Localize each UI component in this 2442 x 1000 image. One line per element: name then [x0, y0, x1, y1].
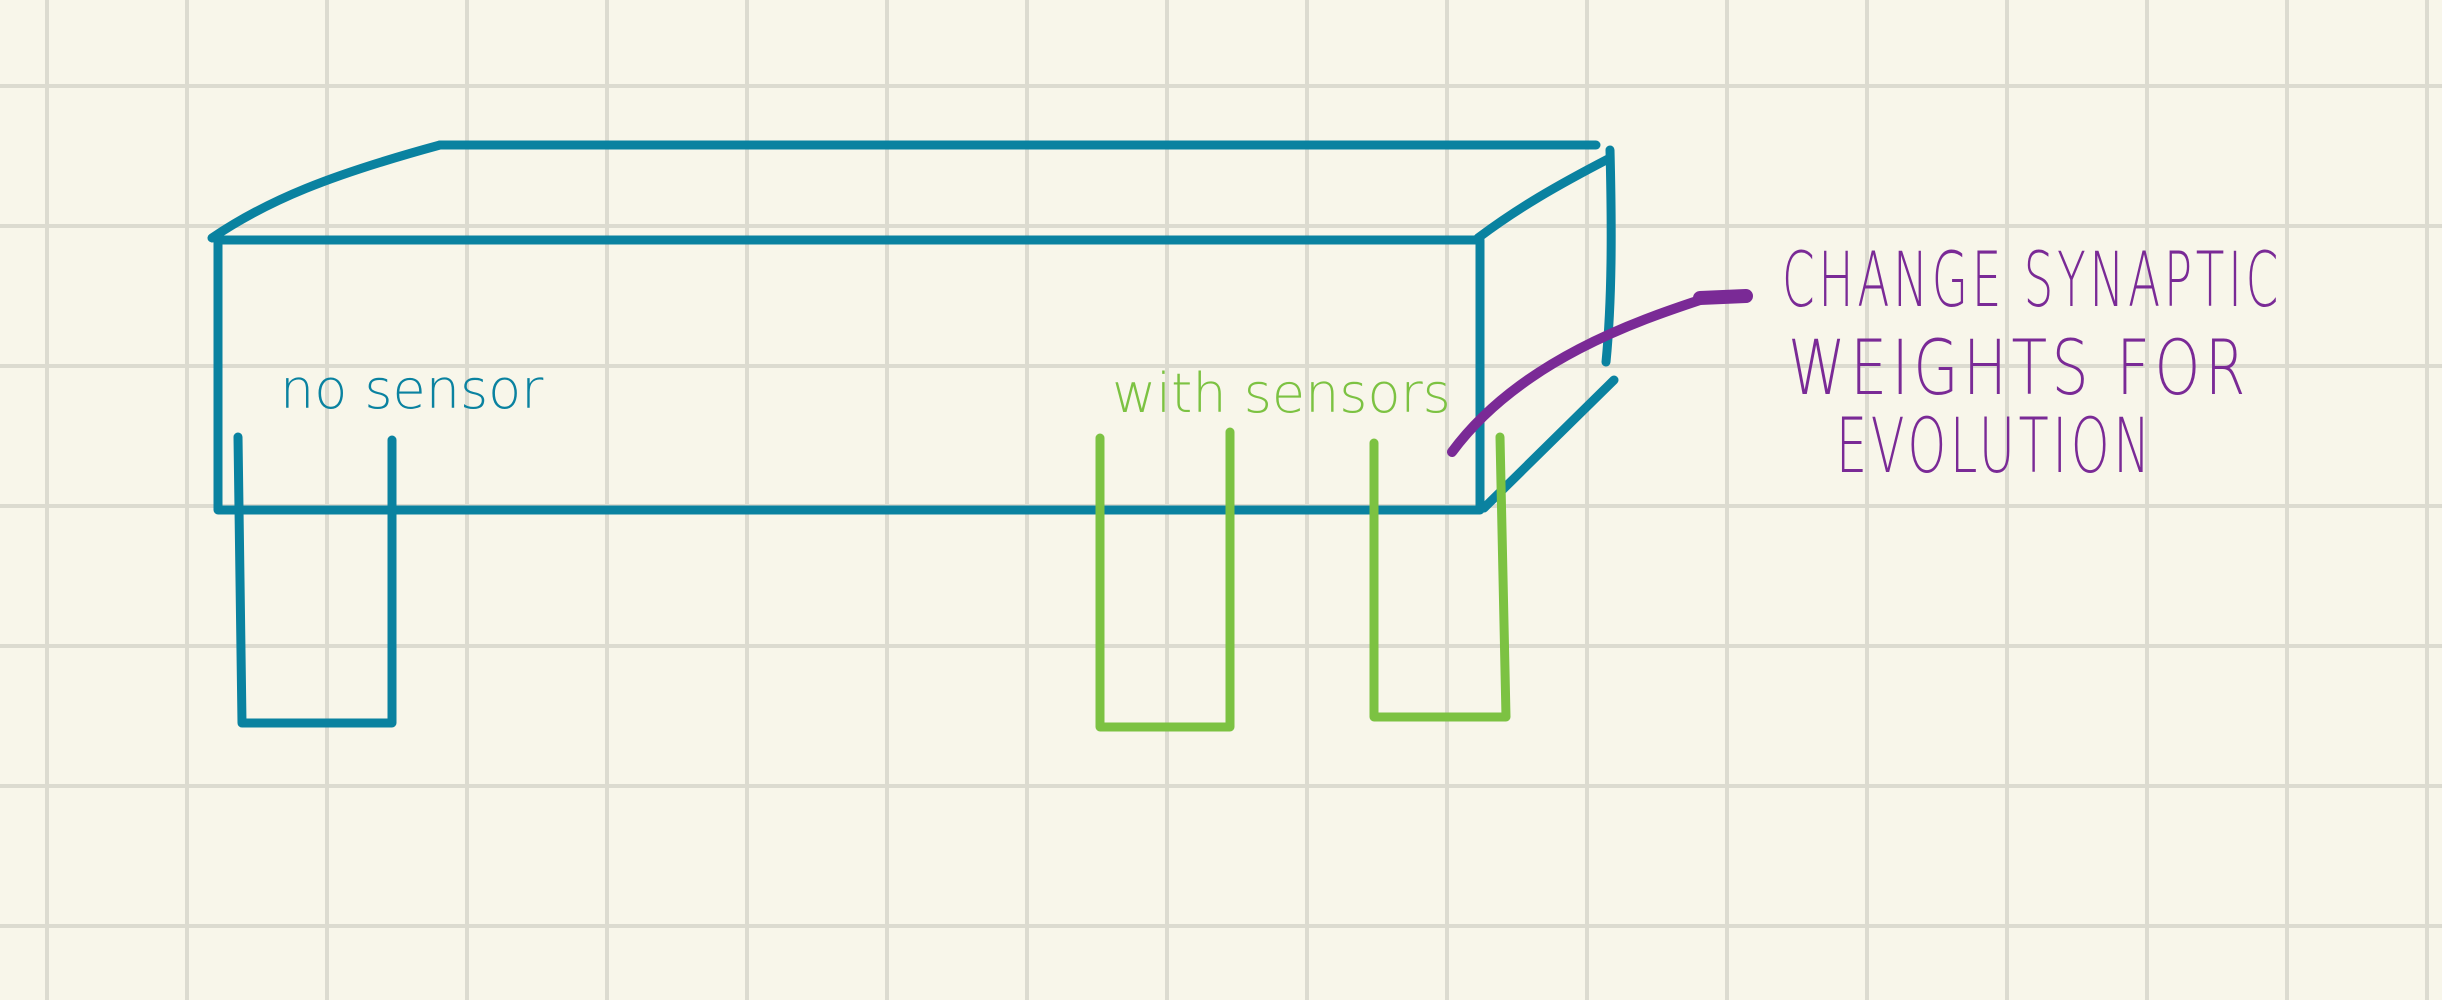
annotation-note: CHANGE SYNAPTIC WEIGHTS FOR EVOLUTION	[1782, 235, 2282, 490]
annotation-line-2: WEIGHTS FOR	[1788, 323, 2250, 412]
leg-with-sensor-1	[1095, 427, 1235, 732]
box-top-right-edge	[1473, 153, 1615, 243]
annotation-arrow	[1447, 290, 1751, 457]
annotation-line-1: CHANGE SYNAPTIC	[1782, 235, 2282, 324]
box-top-left-edge	[207, 140, 445, 243]
label-no-sensor: no sensor	[280, 358, 544, 421]
leg-with-sensor-2	[1369, 432, 1511, 722]
box-bottom-right-edge	[1479, 375, 1619, 513]
label-with-sensors: with sensors	[1112, 362, 1451, 425]
annotation-line-3: EVOLUTION	[1836, 401, 2154, 490]
leg-no-sensor	[233, 432, 397, 728]
box-outline	[207, 140, 1619, 728]
annotation-arrow-tip	[1693, 289, 1753, 305]
